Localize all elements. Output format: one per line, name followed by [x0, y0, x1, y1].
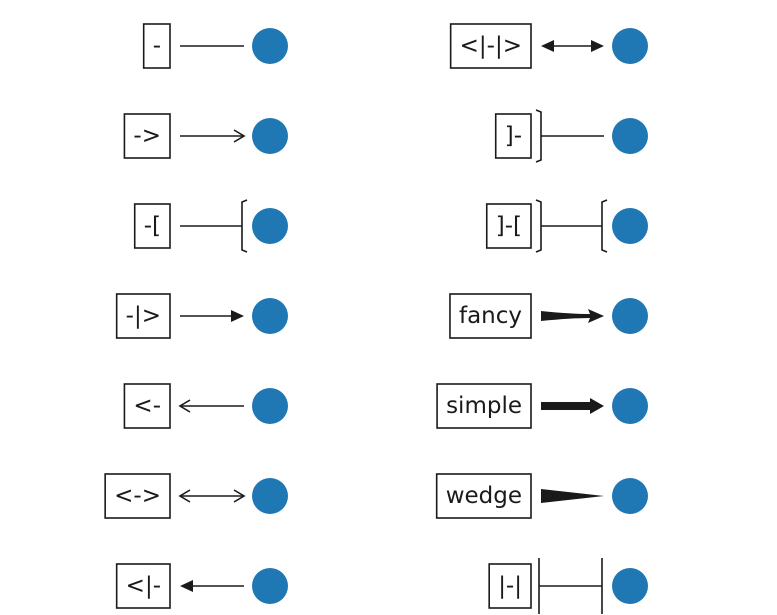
- arrow-style-label: <->: [114, 483, 161, 509]
- arrowhead-start: [178, 399, 191, 413]
- arrowhead-end: [233, 489, 246, 503]
- arrowhead-end: [591, 40, 604, 52]
- arrow-style-label: <|-|>: [460, 33, 522, 59]
- arrowhead-start: [178, 489, 191, 503]
- arrow-style-row: ]-[: [485, 199, 648, 253]
- arrow-style-row: ->: [123, 113, 288, 159]
- target-dot: [612, 208, 648, 244]
- label-box: [115, 293, 171, 339]
- label-box: [123, 113, 171, 159]
- target-dot: [252, 28, 288, 64]
- target-dot: [252, 568, 288, 604]
- label-box: [436, 383, 532, 429]
- arrow-style-label: ]-: [505, 123, 522, 149]
- target-dot: [612, 388, 648, 424]
- arrowhead-end: [233, 129, 246, 143]
- arrow-style-label: <-: [133, 393, 161, 419]
- arrow-style-row: <|-|>: [449, 23, 648, 69]
- arrow-style-label: -[: [144, 213, 161, 239]
- arrow-style-label: |-|: [498, 573, 522, 599]
- bracket-end: [241, 199, 248, 253]
- arrow-style-label: simple: [446, 393, 522, 419]
- arrow-style-row: -|>: [115, 293, 288, 339]
- label-box: [123, 383, 171, 429]
- arrowhead-end: [231, 310, 244, 322]
- arrow-style-row: simple: [436, 383, 648, 429]
- arrow-style-label: <|-: [126, 573, 161, 599]
- bracket-start: [535, 199, 542, 253]
- arrow-style-row: -[: [133, 199, 288, 253]
- arrow-style-label: -: [153, 33, 161, 59]
- arrowhead-start: [180, 580, 193, 592]
- target-dot: [252, 118, 288, 154]
- right-column: <|-|> ]- ]-[ fancy simple wedge |-|: [435, 23, 648, 614]
- label-box: [449, 293, 532, 339]
- label-box: [435, 473, 532, 519]
- target-dot: [612, 28, 648, 64]
- arrowhead-start: [541, 40, 554, 52]
- arrow-style-label: ]-[: [496, 213, 522, 239]
- bracket-start: [535, 109, 542, 163]
- arrow-style-row: -: [142, 23, 288, 69]
- label-box: [485, 203, 532, 249]
- target-dot: [252, 478, 288, 514]
- wedge-arrow: [541, 489, 604, 503]
- arrow-style-row: <-: [123, 383, 288, 429]
- label-box: [488, 563, 532, 609]
- arrow-style-label: ->: [133, 123, 161, 149]
- label-box: [104, 473, 171, 519]
- arrow-style-row: fancy: [449, 293, 648, 339]
- arrow-style-row: ]-: [494, 109, 648, 163]
- arrow-style-row: wedge: [435, 473, 648, 519]
- bracket-end: [601, 199, 608, 253]
- arrow-style-row: <|-: [115, 563, 288, 609]
- arrow-style-label: -|>: [126, 303, 161, 329]
- label-box: [133, 203, 171, 249]
- label-box: [115, 563, 171, 609]
- arrow-style-row: |-|: [488, 558, 648, 614]
- target-dot: [612, 478, 648, 514]
- label-box: [449, 23, 532, 69]
- left-column: - -> -[ -|> <- <-> <|-: [104, 23, 288, 609]
- arrow-style-label: fancy: [459, 303, 522, 329]
- simple-arrow: [541, 398, 604, 414]
- label-box: [494, 113, 532, 159]
- arrow-style-label: wedge: [446, 483, 522, 509]
- target-dot: [252, 208, 288, 244]
- target-dot: [612, 568, 648, 604]
- label-box: [142, 23, 171, 69]
- arrow-style-row: <->: [104, 473, 288, 519]
- fancy-arrow: [541, 309, 604, 323]
- target-dot: [252, 388, 288, 424]
- target-dot: [612, 298, 648, 334]
- target-dot: [612, 118, 648, 154]
- target-dot: [252, 298, 288, 334]
